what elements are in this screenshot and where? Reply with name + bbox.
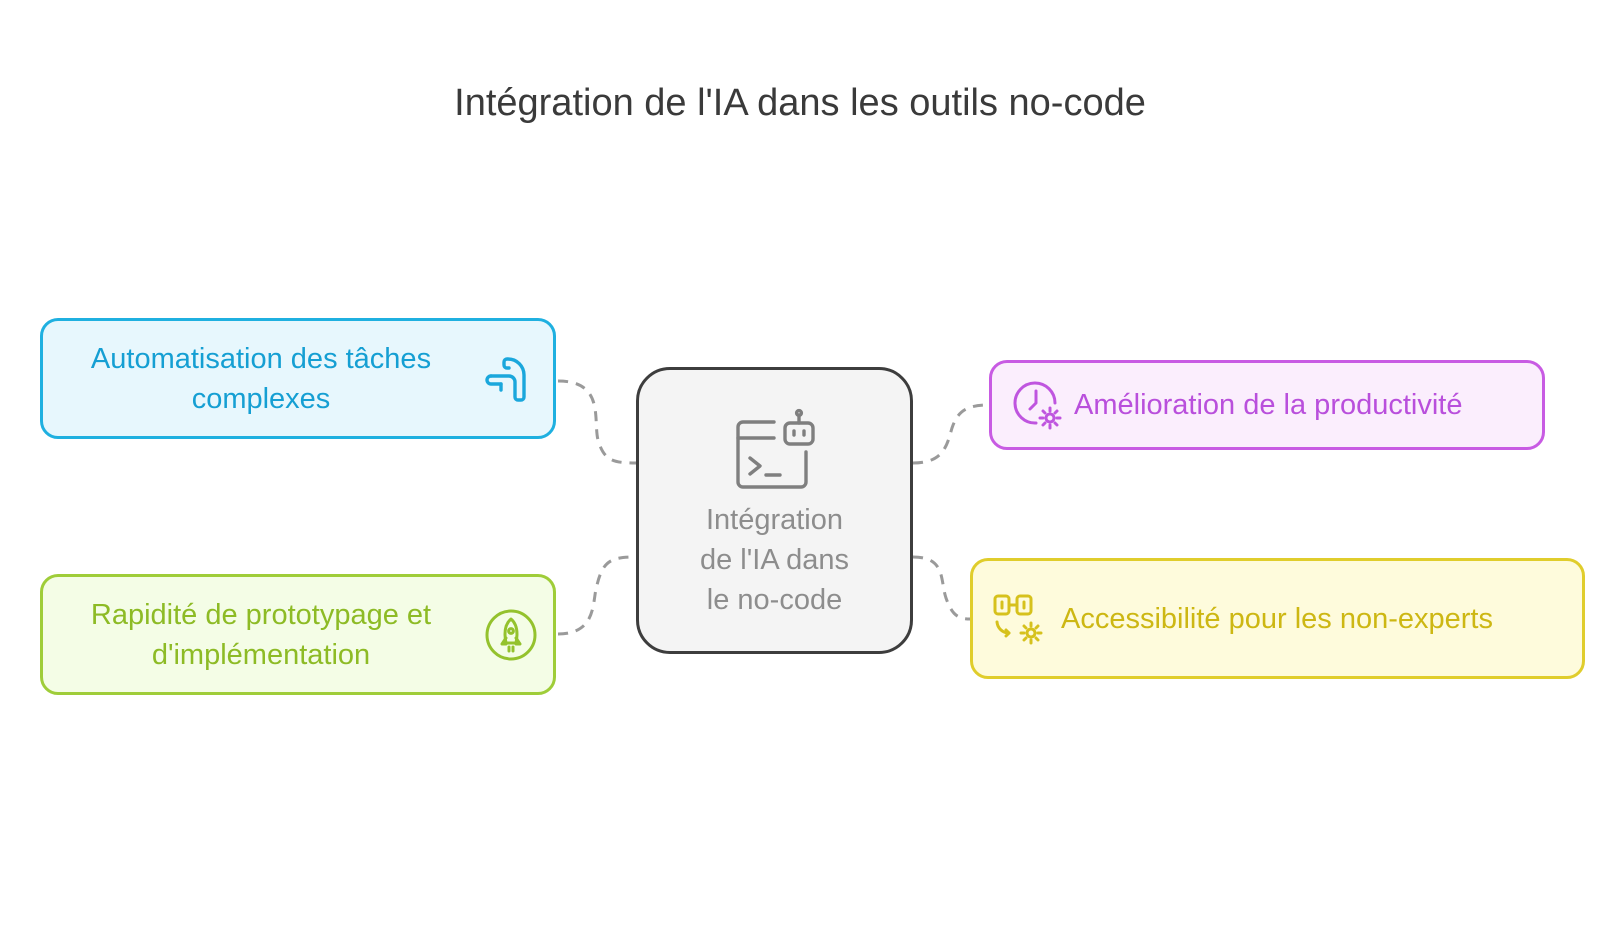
node-productivity-label: Amélioration de la productivité: [1074, 389, 1463, 421]
node-automation: Automatisation des tâches complexes: [40, 318, 556, 439]
node-accessibility: Accessibilité pour les non-experts: [970, 558, 1585, 679]
blocks-gear-icon: [993, 594, 1043, 645]
node-rapidity-label: Rapidité de prototypage et d'implémentat…: [90, 598, 432, 671]
clock-gear-icon: [1013, 381, 1062, 430]
pipe-icon: [485, 357, 526, 402]
connector-automation: [557, 379, 637, 465]
node-rapidity: Rapidité de prototypage et d'implémentat…: [40, 574, 556, 695]
node-automation-label: Automatisation des tâches complexes: [90, 342, 432, 415]
terminal-robot-icon: [736, 408, 815, 489]
connector-accessibility: [912, 555, 971, 621]
connector-rapidity: [557, 555, 637, 636]
node-productivity: Amélioration de la productivité: [989, 360, 1545, 450]
connector-productivity: [912, 403, 990, 465]
node-accessibility-label: Accessibilité pour les non-experts: [1061, 602, 1493, 635]
diagram-title: Intégration de l'IA dans les outils no-c…: [454, 82, 1146, 124]
rocket-icon: [485, 609, 537, 661]
node-center-label: Intégration de l'IA dans le no-code: [699, 504, 850, 616]
node-center: Intégration de l'IA dans le no-code: [636, 367, 913, 654]
